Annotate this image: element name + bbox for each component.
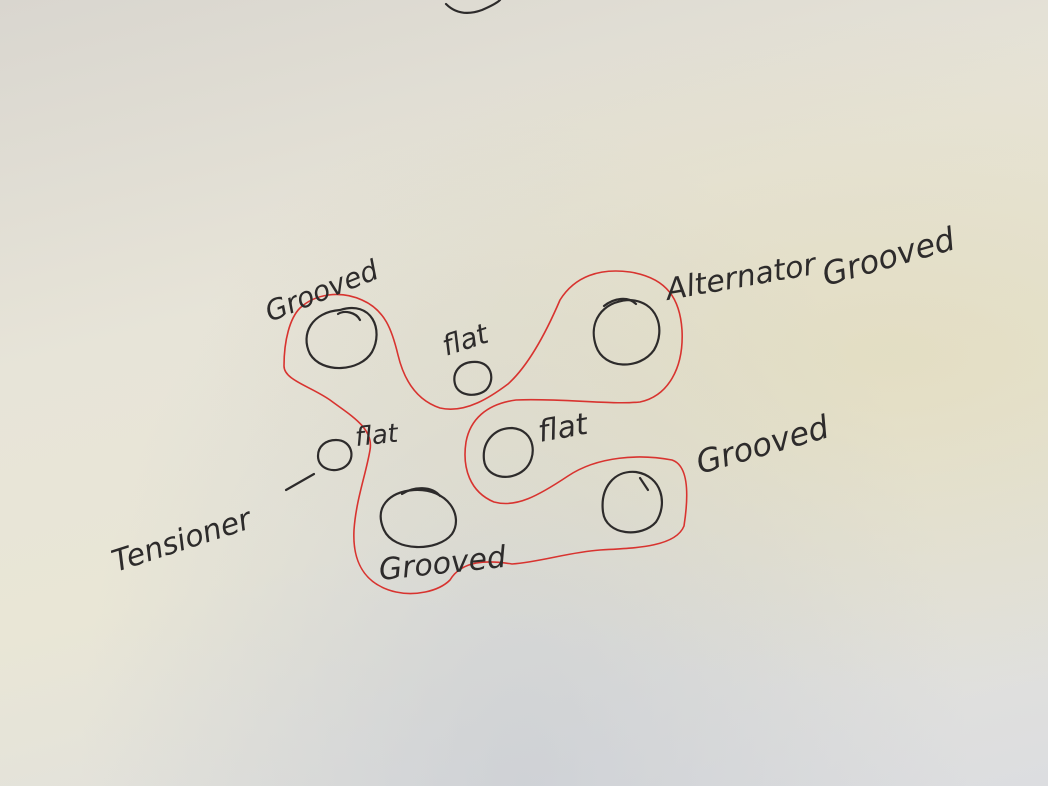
pulley-tensioner: [316, 438, 353, 472]
pulley-bottom: [379, 487, 458, 549]
label-tensioner: Tensioner: [108, 501, 258, 579]
pulley-center-mid: [482, 426, 534, 478]
label-bottom: Grooved: [377, 540, 508, 588]
top-edge-scribble: [444, 0, 502, 15]
pulley-center-small: [453, 360, 493, 396]
pulley-right-mid: [601, 470, 664, 534]
label-top-left: Grooved: [260, 253, 383, 328]
label-alternator: Alternator: [661, 247, 820, 308]
label-alternator-type: Grooved: [818, 219, 960, 293]
label-right-mid: Grooved: [692, 407, 834, 481]
belt-routing-outline: [283, 270, 688, 595]
label-center-top: flat: [438, 317, 493, 363]
tensioner-arm-line: [284, 472, 316, 492]
pulley-alternator: [592, 297, 661, 366]
label-tensioner-type: flat: [354, 419, 401, 453]
label-center-mid: flat: [535, 407, 591, 450]
pulley-top-left: [305, 307, 378, 370]
